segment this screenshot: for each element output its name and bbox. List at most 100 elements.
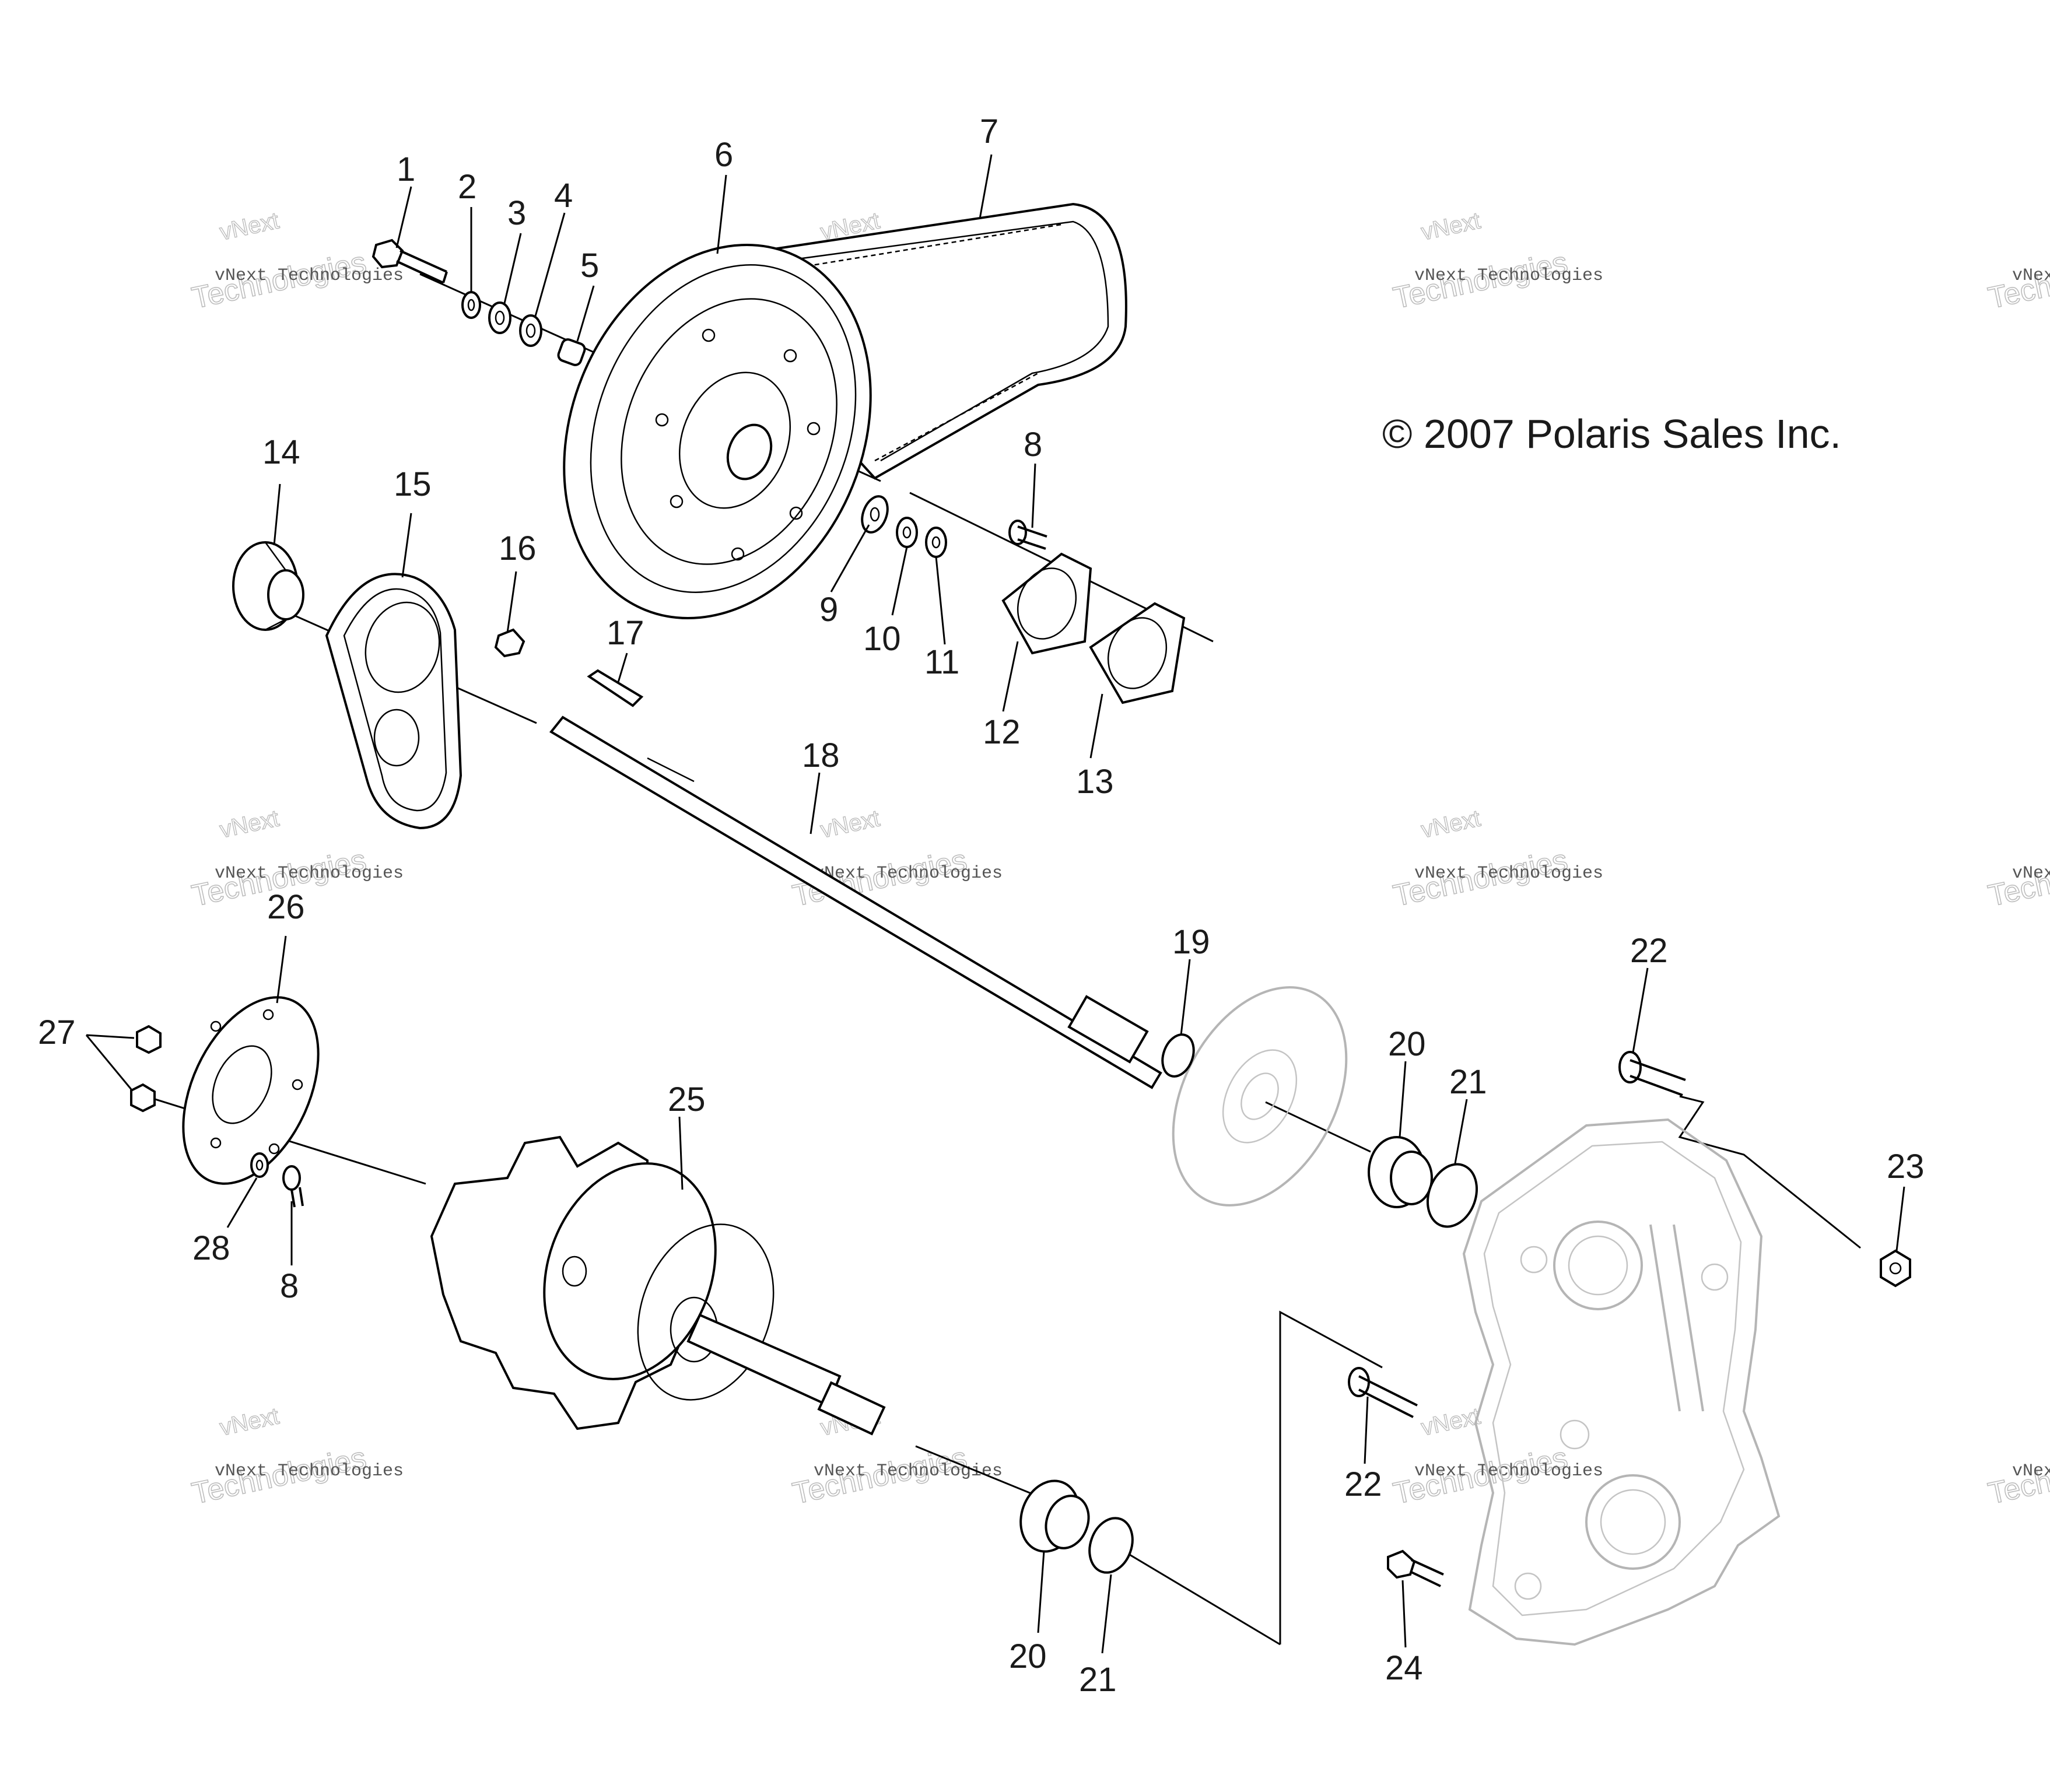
- callout-19: 19: [1172, 923, 1210, 961]
- callout-leaders: [226, 154, 1905, 1654]
- watermark-text: vNext Technologies: [1414, 1461, 1603, 1481]
- callout-labels: 1 2 3 4 5 6 7 8 9 10 11 12 13 14 15 16 1…: [38, 113, 1925, 1699]
- callout-20-lower: 20: [1009, 1637, 1047, 1675]
- bolt-22-line: [1678, 1095, 1861, 1249]
- callout-7: 7: [980, 113, 998, 150]
- callout-20-upper: 20: [1388, 1025, 1426, 1063]
- callout-24: 24: [1385, 1649, 1423, 1687]
- callout-13: 13: [1076, 763, 1114, 801]
- callout-21-upper: 21: [1449, 1063, 1487, 1101]
- watermark-vnext: vNext: [818, 805, 882, 843]
- leader-3: [503, 233, 522, 304]
- watermark-text: vNext Technologies: [814, 1461, 1003, 1481]
- callout-25: 25: [668, 1081, 706, 1118]
- copyright-notice: © 2007 Polaris Sales Inc.: [1382, 411, 1841, 457]
- leader-4: [534, 212, 566, 317]
- watermark-text: vNext Technologies: [1414, 266, 1603, 286]
- leader-21-lower: [1101, 1574, 1112, 1654]
- o-ring-21-upper: [1426, 1163, 1478, 1228]
- o-ring-19: [1161, 1033, 1195, 1078]
- leader-21-upper: [1454, 1099, 1468, 1164]
- leader-25: [678, 1116, 684, 1190]
- leader-7: [979, 154, 993, 219]
- callout-22-lower: 22: [1344, 1465, 1382, 1503]
- washer-10: [896, 517, 918, 548]
- bracket-line: [1279, 1310, 1383, 1644]
- watermark: vNext Technologies: [188, 1403, 370, 1512]
- nut-27-lower: [130, 1083, 156, 1113]
- callout-28: 28: [192, 1229, 230, 1267]
- o-ring-21-lower: [1088, 1517, 1134, 1574]
- watermark: vNext Technologies: [789, 805, 970, 914]
- leader-9: [830, 524, 870, 592]
- flange-12: [1001, 552, 1092, 655]
- nut-23: [1880, 1249, 1911, 1288]
- callout-26: 26: [267, 888, 305, 926]
- callout-11: 11: [924, 643, 959, 681]
- leader-20-upper: [1399, 1061, 1407, 1138]
- callout-17: 17: [607, 614, 644, 652]
- leader-22-lower: [1364, 1396, 1369, 1464]
- bolt-22-upper: [1618, 1051, 1686, 1096]
- callout-6: 6: [714, 136, 733, 174]
- leader-8-upper: [1031, 463, 1036, 528]
- callout-12: 12: [983, 713, 1021, 751]
- callout-1: 1: [397, 150, 415, 188]
- gear-axis-line: [1265, 1101, 1371, 1153]
- lower-seal-axis-line: [1113, 1544, 1281, 1646]
- callout-9: 9: [819, 591, 838, 629]
- chaincase-cover-15: [325, 573, 462, 830]
- watermark: vNext Technologies: [1390, 1403, 1571, 1512]
- seal-20-upper: [1368, 1136, 1433, 1208]
- driver-25: [430, 1135, 886, 1436]
- watermark-vnext: vNext: [1419, 208, 1483, 245]
- leader-26: [276, 935, 287, 1004]
- washer-2: [461, 291, 481, 319]
- leader-13: [1089, 693, 1103, 759]
- bolt-8-upper: [1008, 520, 1047, 550]
- watermark-text: vNext Technologies: [215, 864, 404, 883]
- leader-17: [617, 653, 628, 683]
- watermark: vNext Technologies: [188, 208, 370, 316]
- watermark-vnext: vNext: [218, 805, 281, 843]
- key-17: [587, 669, 644, 707]
- bolt-1: [372, 239, 448, 284]
- callout-22-upper: 22: [1630, 932, 1668, 970]
- leader-16: [506, 571, 517, 633]
- watermark-text: vNext Technologies: [215, 1461, 404, 1481]
- leader-19: [1180, 959, 1191, 1036]
- callout-4: 4: [554, 177, 573, 215]
- spacer-5: [557, 338, 586, 366]
- leader-20-lower: [1037, 1551, 1045, 1633]
- flange-13: [1089, 602, 1186, 704]
- bolt-22-lower: [1348, 1367, 1418, 1418]
- watermark-vnext: vNext: [218, 208, 281, 245]
- callout-21-lower: 21: [1079, 1661, 1117, 1699]
- callout-18: 18: [802, 737, 840, 774]
- leader-6: [716, 174, 727, 254]
- washer-9: [861, 495, 889, 534]
- nut-27-upper: [136, 1025, 162, 1054]
- bearing-14: [232, 541, 304, 631]
- lower-axis-line: [915, 1445, 1045, 1500]
- callout-27-leader-b: [85, 1034, 132, 1090]
- leader-22-upper: [1632, 967, 1649, 1053]
- callout-2: 2: [458, 168, 476, 206]
- watermark: vNext Technologies: [1390, 805, 1571, 914]
- leader-10: [891, 546, 908, 616]
- callout-5: 5: [580, 247, 599, 285]
- leader-23: [1895, 1186, 1905, 1251]
- nut-16: [494, 628, 525, 658]
- leader-18: [810, 772, 821, 834]
- bolt-24: [1387, 1549, 1444, 1587]
- callout-15: 15: [394, 465, 432, 503]
- leader-11: [935, 556, 946, 645]
- callout-14: 14: [262, 433, 300, 471]
- watermark-text: vNext Technologies: [2012, 1461, 2050, 1481]
- washer-28: [250, 1152, 269, 1178]
- bolt-8-lower: [282, 1165, 304, 1208]
- callout-3: 3: [507, 194, 526, 232]
- watermark-vnext: vNext: [218, 1403, 281, 1440]
